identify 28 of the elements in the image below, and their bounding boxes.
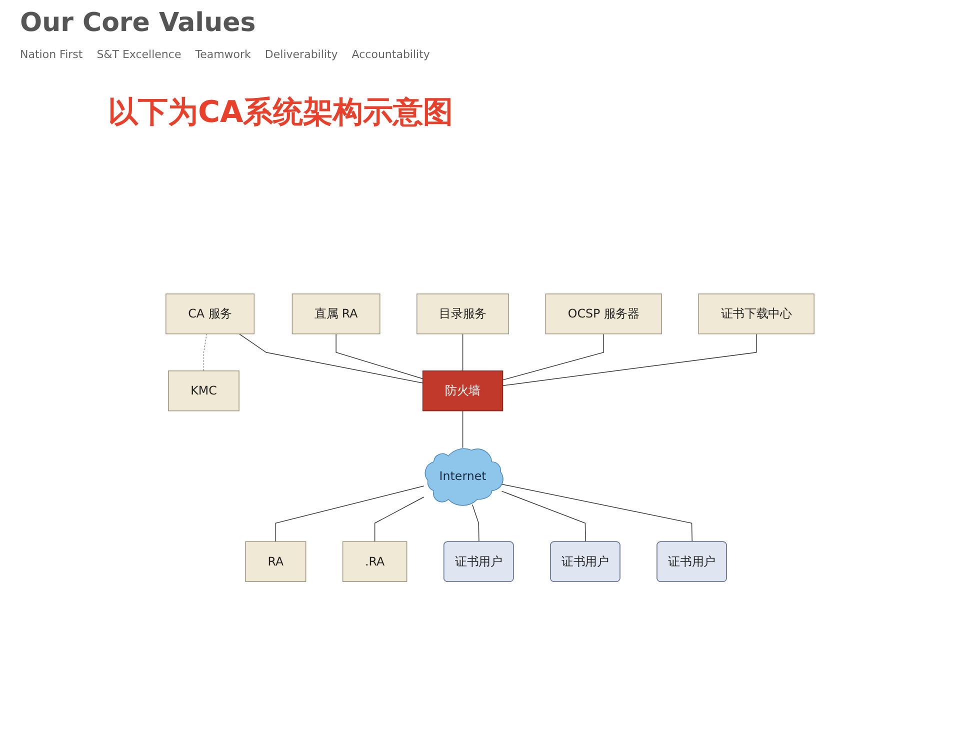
connector [336, 333, 424, 379]
node-box: .RA [342, 541, 408, 582]
motto-text: Nation First [20, 48, 83, 61]
connector [502, 333, 757, 386]
node-box: 证书下载中心 [698, 293, 814, 334]
node-box: 防火墙 [422, 370, 504, 411]
banner-heading: Our Core Values [20, 8, 256, 38]
connector [275, 485, 424, 542]
connector [472, 504, 480, 542]
connector [238, 333, 424, 384]
node-box: 直属 RA [292, 293, 380, 334]
value-text: Teamwork [195, 48, 251, 61]
connector [462, 410, 464, 448]
node-box: OCSP 服务器 [545, 293, 662, 334]
connector [203, 333, 208, 371]
slide-title: 以下为CA系统架构示意图 [108, 94, 454, 132]
node-box: CA 服务 [166, 293, 255, 334]
connector [374, 496, 424, 542]
value-text: S&T Excellence [96, 48, 182, 61]
node-box: 目录服务 [416, 293, 510, 334]
connector [501, 484, 692, 542]
value-text: Deliverability [264, 48, 338, 61]
value-text: Accountability [352, 48, 430, 61]
node-box: KMC [168, 370, 240, 411]
connector [501, 490, 586, 542]
connector [502, 333, 604, 380]
node-box: RA [245, 541, 306, 582]
connector [462, 333, 464, 371]
